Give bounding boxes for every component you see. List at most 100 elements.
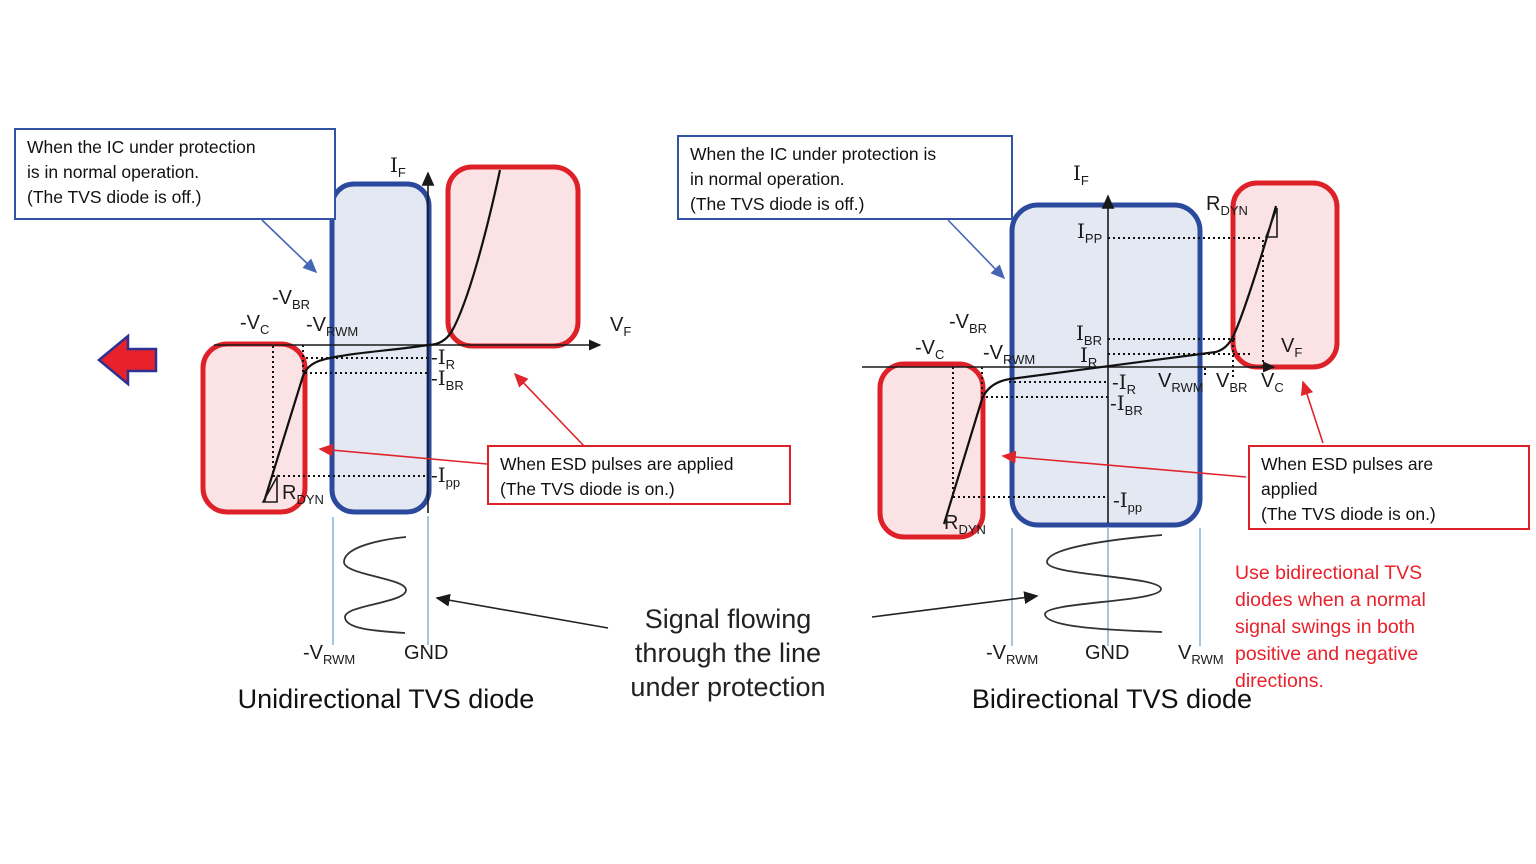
label-sub: R [445, 357, 456, 372]
bidirectional-usage-note: Use bidirectional TVS diodes when a norm… [1235, 560, 1475, 695]
label-sub: BR [969, 321, 988, 336]
right-normal-callout-arrow [947, 219, 1006, 280]
label-main: V [1261, 370, 1275, 392]
label-sub: BR [1083, 333, 1102, 348]
left-rail-neg-vrwm-label: -VRWM [303, 642, 355, 666]
left-neg-ipp-label: -Ipp [431, 463, 460, 489]
label-main: -I [1110, 391, 1125, 415]
label-sub: DYN [958, 522, 986, 537]
label-main: -I [431, 366, 446, 390]
label-main: GND [404, 642, 449, 664]
right-esd-positive-region [1230, 180, 1340, 370]
label-sub: DYN [296, 492, 324, 507]
right-vf-axis-label: VF [1281, 335, 1302, 359]
label-main: -I [1112, 370, 1127, 394]
note-line: directions. [1235, 669, 1324, 692]
label-sub: BR [445, 378, 464, 393]
label-main: V [1216, 370, 1230, 392]
label-main: -V [306, 314, 326, 336]
note-line: through the line [634, 637, 822, 668]
left-signal-wave [343, 536, 407, 634]
label-sub: F [397, 165, 406, 180]
right-neg-ibr-label: -IBR [1110, 391, 1143, 417]
right-normal-operation-callout: When the IC under protection is in norma… [677, 135, 1013, 220]
label-sub: F [623, 324, 632, 339]
right-vrwm-label: VRWM [1158, 370, 1204, 394]
callout-line: When the IC under protection is [690, 144, 937, 164]
label-main: -V [986, 642, 1006, 664]
right-ibr-label: IBR [1076, 321, 1102, 347]
left-vf-axis-label: VF [610, 314, 631, 338]
right-ipp-label: IPP [1077, 221, 1102, 245]
label-main: -V [949, 311, 969, 333]
left-esd-callout-arrow-left [318, 443, 488, 465]
label-sub: RWM [326, 324, 359, 339]
right-esd-negative-region [877, 361, 986, 540]
label-sub: RWM [1006, 652, 1039, 667]
right-esd-callout-arrow-left [1001, 450, 1247, 478]
right-dotted-lines [952, 237, 1264, 498]
label-main: V [1158, 370, 1172, 392]
label-main: V [1281, 335, 1295, 357]
right-neg-ir-label: -IR [1112, 370, 1136, 396]
right-vc-label: VC [1261, 370, 1284, 394]
label-sub: F [1294, 345, 1303, 360]
label-main: V [610, 314, 624, 336]
note-line: diodes when a normal [1235, 588, 1426, 611]
right-rail-vrwm-label: VRWM [1178, 642, 1224, 666]
left-if-axis-label: IF [390, 155, 406, 179]
left-neg-vbr-label: -VBR [272, 287, 310, 311]
label-main: I [1076, 321, 1084, 345]
right-normal-operation-region [1009, 202, 1203, 528]
label-main: V [1178, 642, 1192, 664]
left-esd-breakdown-region [200, 341, 308, 515]
right-signal-wave [1044, 534, 1163, 633]
left-rail-gnd-label: GND [404, 643, 448, 663]
label-sub: RWM [1003, 352, 1036, 367]
label-sub: R [1087, 355, 1098, 370]
label-main: -I [431, 345, 446, 369]
right-neg-vc-label: -VC [915, 338, 944, 361]
signal-note-arrow-right [871, 591, 1039, 618]
label-sub: BR [292, 297, 311, 312]
left-esd-forward-region [445, 164, 581, 349]
left-normal-callout-arrow [261, 219, 318, 274]
label-sub: C [935, 347, 945, 362]
label-sub: BR [1124, 403, 1143, 418]
label-main: -V [303, 642, 323, 664]
right-rdyn-label: RDYN [1206, 194, 1248, 217]
callout-line: When ESD pulses are applied [500, 454, 734, 474]
label-sub: RWM [323, 652, 356, 667]
left-esd-callout-arrow-up [513, 372, 586, 448]
label-sub: RWM [1171, 380, 1204, 395]
note-line: under protection [630, 671, 826, 702]
signal-note-arrow-left [435, 593, 609, 629]
right-vbr-label: VBR [1216, 370, 1247, 394]
signal-note: Signal flowing through the line under pr… [600, 603, 856, 704]
left-esd-callout: When ESD pulses are applied (The TVS dio… [487, 445, 791, 505]
label-main: I [1080, 343, 1088, 367]
note-line: Use bidirectional TVS [1235, 562, 1423, 584]
label-main: I [1073, 161, 1081, 185]
left-iv-curve [262, 169, 502, 503]
left-neg-ir-label: -IR [431, 345, 455, 371]
label-sub: RWM [1191, 652, 1224, 667]
left-neg-vc-label: -VC [240, 313, 269, 336]
right-rdyn-slope-triangle [1264, 207, 1278, 238]
label-main: -I [431, 463, 446, 487]
note-line: signal swings in both [1235, 615, 1415, 638]
left-neg-ibr-label: -IBR [431, 366, 464, 392]
note-line: positive and negative [1235, 642, 1419, 665]
right-if-axis-label: IF [1073, 161, 1089, 187]
label-sub: F [1080, 173, 1089, 188]
label-sub: C [260, 322, 270, 337]
label-main: R [944, 512, 959, 534]
note-line: Signal flowing [644, 604, 812, 634]
left-normal-operation-callout: When the IC under protection is in norma… [14, 128, 336, 220]
label-main: -V [983, 342, 1003, 364]
right-iv-curve [942, 205, 1278, 525]
right-rail-gnd-label: GND [1085, 643, 1129, 663]
left-rdyn-slope-triangle [261, 473, 278, 503]
label-sub: BR [1229, 380, 1248, 395]
label-main: -V [272, 287, 292, 309]
